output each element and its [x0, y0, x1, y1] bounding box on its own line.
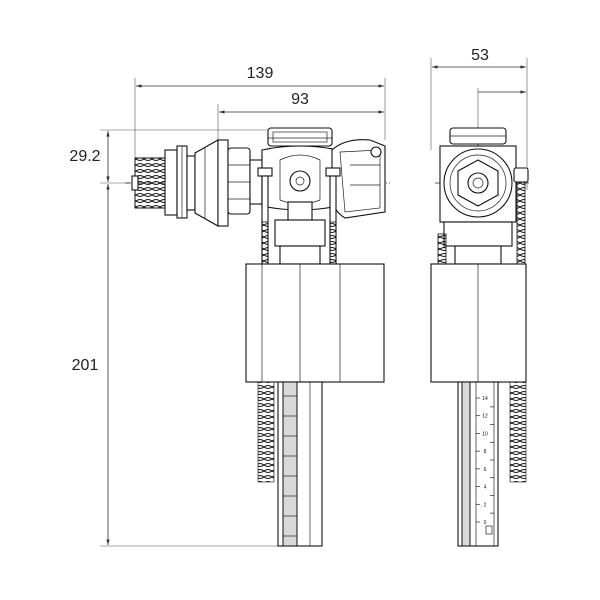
dimension-139: 139	[134, 65, 386, 170]
scale-mark-label: 0	[484, 520, 487, 526]
height-adjust-spring	[257, 381, 275, 483]
dimension-label-53: 53	[471, 47, 489, 64]
inlet-connector-end	[443, 148, 513, 218]
float-arm-housing	[331, 139, 386, 219]
dimension-label-201: 201	[72, 357, 99, 374]
float-cup	[245, 263, 385, 383]
scale-mark-label: 12	[482, 414, 488, 420]
dimension-label-29-2: 29.2	[69, 148, 100, 165]
scale-mark-label: 4	[484, 485, 487, 491]
threaded-inlet	[131, 145, 196, 219]
dimension-label-139: 139	[247, 65, 274, 82]
front-view	[125, 127, 390, 547]
dimension-label-93: 93	[291, 91, 309, 108]
dimension-201: 201	[72, 184, 300, 547]
scale-mark-label: 2	[484, 502, 487, 508]
union-nut	[227, 147, 263, 215]
valve-body	[261, 127, 339, 221]
scale-mark-label: 6	[484, 467, 487, 473]
scale-mark-label: 10	[482, 431, 488, 437]
scale-mark-label: 8	[484, 449, 487, 455]
shank-scale: 14 12 10 8 6 4 2 0	[457, 381, 499, 547]
scale-mark-label: 14	[482, 396, 488, 402]
cone-nut	[194, 139, 229, 227]
side-view: 14 12 10 8 6 4 2 0	[430, 127, 530, 547]
shank-tube	[277, 381, 323, 547]
